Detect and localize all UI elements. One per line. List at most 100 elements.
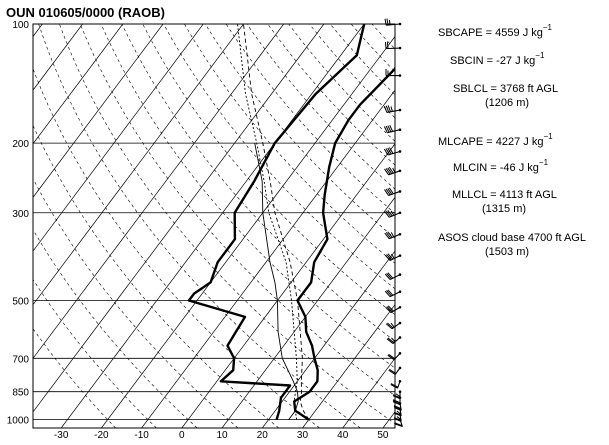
dry-adiabat: [33, 124, 279, 428]
barb-flag: [385, 323, 393, 330]
barb-station-dot: [398, 290, 402, 294]
sbcin-text: SBCIN = -27 J kg: [450, 55, 535, 67]
barb-station-dot: [398, 396, 402, 399]
mllcl-meters: (1315 m): [482, 203, 526, 215]
barb-flag: [389, 147, 394, 154]
sbcin-exponent: −1: [535, 51, 545, 60]
ml-parcel-profile: [237, 24, 298, 420]
isotherm-line: [33, 24, 124, 145]
isotherm-line: [141, 89, 395, 428]
wind-barb: [383, 147, 402, 156]
barb-staff: [389, 291, 401, 298]
mlcin-exponent: −1: [539, 158, 549, 167]
wind-barb: [384, 253, 402, 262]
barb-flag: [387, 147, 392, 155]
temperature-tick-label: 10: [216, 430, 228, 440]
barb-station-dot: [398, 366, 402, 370]
barb-station-dot: [398, 407, 402, 411]
barb-flag: [389, 368, 397, 374]
wind-barb: [384, 231, 402, 240]
sblcl-meters: (1206 m): [485, 97, 529, 109]
barb-flag: [388, 166, 394, 174]
barb-flag: [390, 322, 395, 328]
barb-station-dot: [398, 46, 402, 50]
barb-flag: [387, 188, 393, 195]
dry-adiabat: [33, 278, 157, 428]
mlcin-line: MLCIN = -46 J kg−1: [453, 158, 549, 174]
pressure-tick-label: 500: [12, 297, 29, 308]
barb-station-dot: [398, 254, 402, 257]
wind-barb: [384, 187, 402, 196]
virtual-temperature-profile: [254, 143, 299, 420]
barb-flag: [390, 106, 393, 112]
barb-flag: [387, 105, 391, 112]
isotherm-line: [302, 304, 395, 428]
wind-barb: [390, 379, 402, 389]
barb-station-dot: [398, 232, 402, 236]
isotherm-line: [33, 24, 325, 413]
wind-barb: [395, 418, 403, 427]
barb-staff: [389, 233, 401, 240]
barb-flag: [386, 254, 392, 261]
asos-meters: (1503 m): [485, 246, 529, 258]
barb-flag: [395, 422, 403, 427]
barb-staff: [386, 109, 401, 113]
pressure-tick-label: 100: [12, 20, 29, 31]
barb-flag: [384, 273, 391, 280]
barb-station-dot: [398, 22, 402, 26]
pressure-tick-label: 850: [12, 388, 29, 399]
barb-flag: [392, 399, 401, 404]
dry-adiabat: [184, 24, 395, 264]
barb-station-dot: [398, 379, 402, 383]
temperature-profile: [293, 65, 395, 421]
wind-barb: [384, 272, 402, 281]
barb-flag: [388, 19, 391, 25]
wind-barb: [387, 352, 402, 361]
barb-flag: [391, 253, 395, 259]
wind-barb: [384, 18, 402, 26]
barb-flag: [385, 105, 390, 113]
barb-flag: [384, 42, 387, 49]
barb-flag: [384, 290, 391, 297]
barb-flag: [385, 210, 392, 217]
barb-flag: [386, 18, 389, 26]
barb-station-dot: [398, 128, 402, 131]
barb-station-dot: [398, 352, 402, 355]
barb-flag: [388, 187, 394, 195]
dry-adiabat: [38, 24, 361, 428]
barb-station-dot: [398, 413, 402, 416]
barb-flag: [389, 125, 394, 132]
grid-layer: [33, 24, 395, 428]
barb-flag: [384, 189, 389, 196]
temperature-tick-label: 20: [257, 430, 269, 440]
barb-flag: [387, 322, 394, 329]
isotherm-line: [60, 24, 365, 428]
wind-barb: [388, 366, 402, 375]
barb-station-dot: [398, 305, 402, 309]
barb-flag: [386, 42, 389, 49]
barb-flag: [387, 253, 394, 260]
dry-adiabat: [33, 229, 198, 428]
temperature-tick-label: 40: [337, 430, 349, 440]
stats-panel: SBCAPE = 4559 J kg−1 SBCIN = -27 J kg−1 …: [438, 23, 586, 258]
sblcl-line: SBLCL = 3768 ft AGL: [453, 83, 558, 95]
barb-station-dot: [398, 74, 402, 77]
barb-flag: [387, 272, 394, 279]
mlcape-text: MLCAPE = 4227 J kg: [438, 136, 543, 148]
sb-parcel-profile: [243, 24, 310, 420]
barb-station-dot: [398, 418, 402, 421]
temperature-tick-label: 50: [377, 430, 389, 440]
barb-flag: [383, 126, 388, 133]
sbcape-line: SBCAPE = 4559 J kg−1: [438, 23, 553, 39]
barb-flag: [387, 354, 395, 361]
temperature-tick-label: -30: [54, 430, 69, 440]
barb-station-dot: [398, 211, 402, 215]
barb-flag: [387, 289, 394, 296]
barb-flag: [387, 125, 392, 133]
plot-frame: [32, 23, 396, 429]
isotherm-line: [33, 24, 164, 198]
mlcape-line: MLCAPE = 4227 J kg−1: [438, 132, 553, 148]
